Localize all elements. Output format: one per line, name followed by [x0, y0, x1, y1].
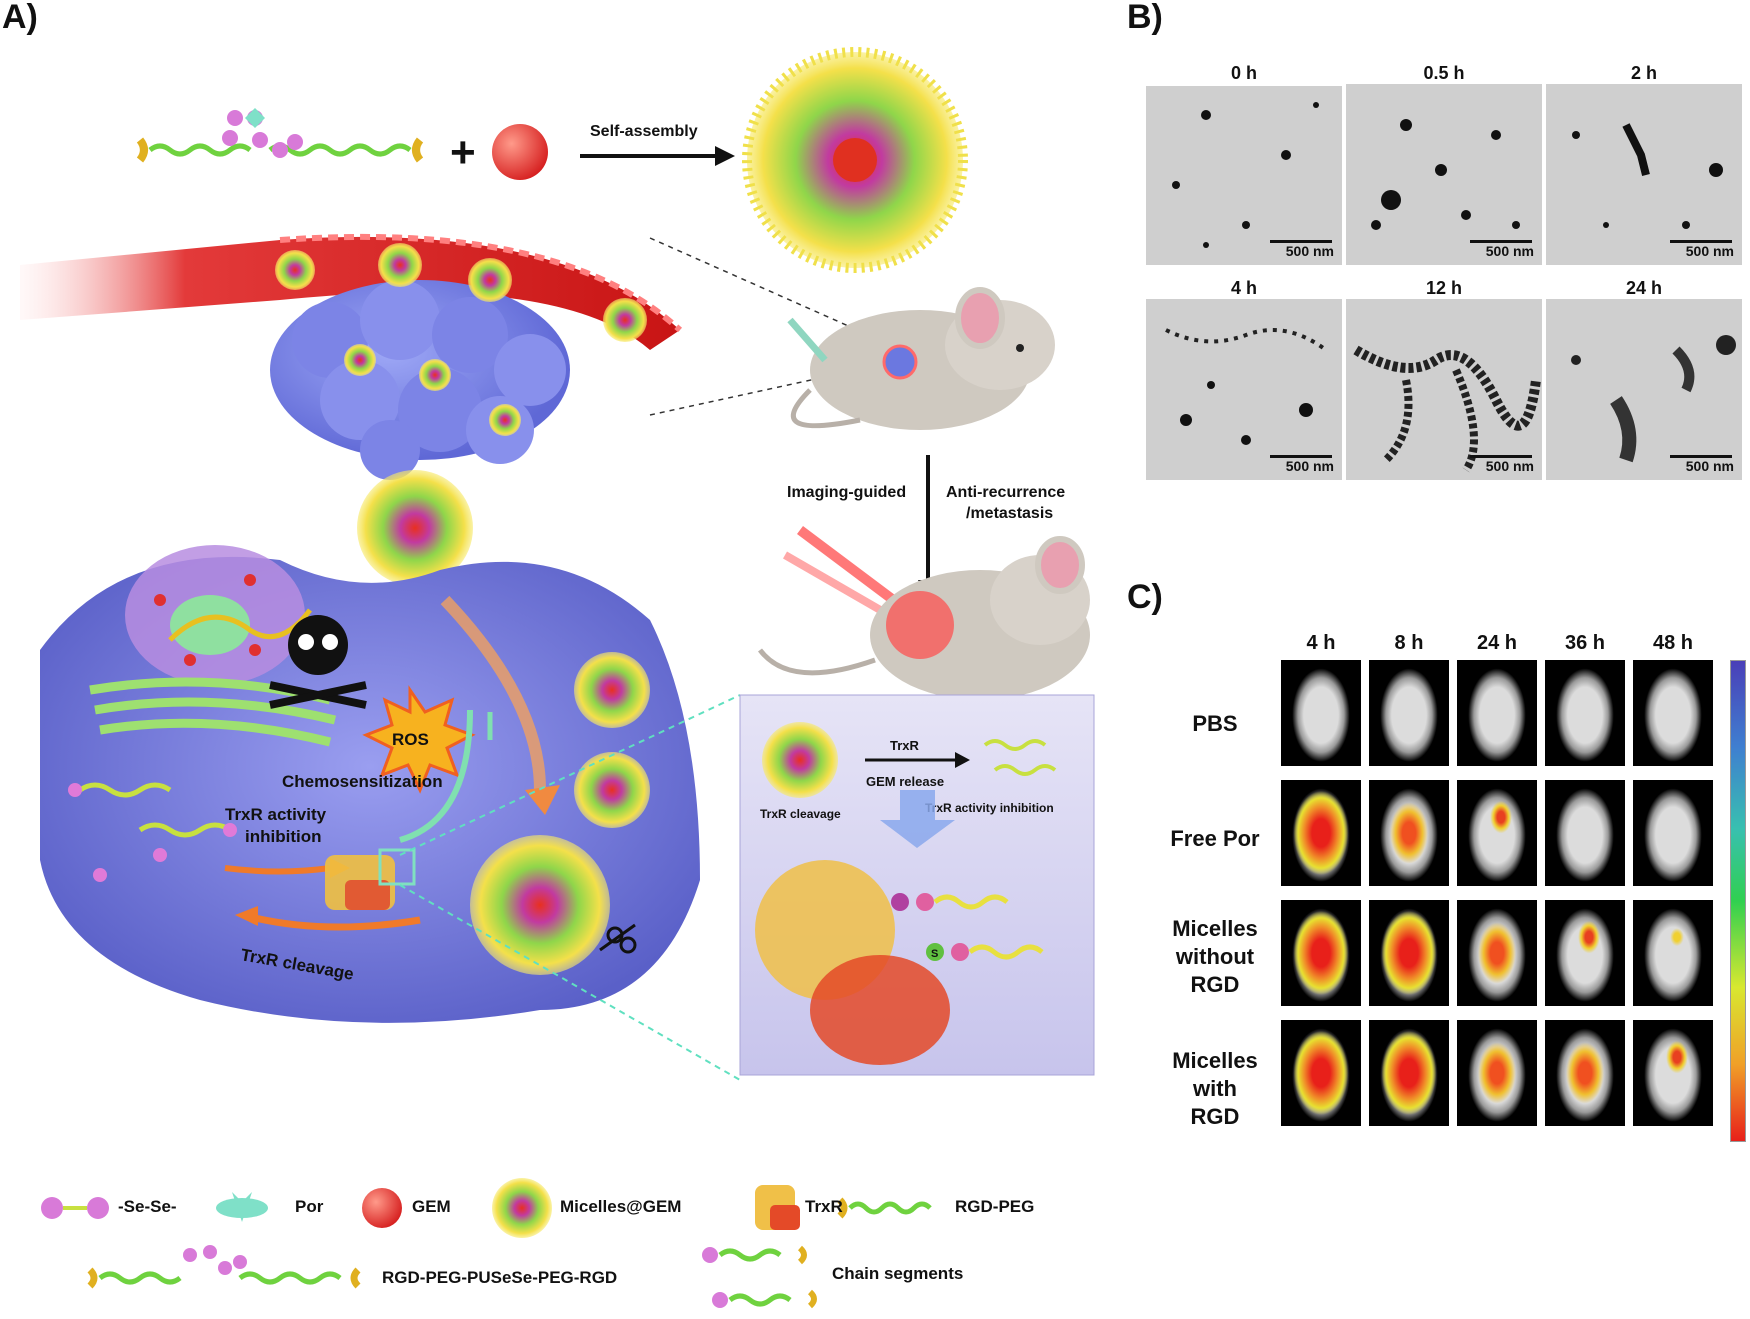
legend-gem: GEM [412, 1197, 451, 1216]
gem-sphere [492, 124, 548, 180]
tem-image-0h: 0 h 500 nm [1146, 63, 1342, 265]
micelle-in-cell [470, 835, 610, 975]
mouse-image [1633, 1020, 1713, 1126]
plus-sign: + [450, 128, 476, 177]
group-label-pbs: PBS [1192, 711, 1238, 736]
legend-por: Por [295, 1197, 324, 1216]
mouse-image [1545, 900, 1625, 1006]
mouse-image [1369, 780, 1449, 886]
legend-chain-segments: Chain segments [832, 1264, 964, 1283]
legend-polymer: RGD-PEG-PUSeSe-PEG-RGD [382, 1268, 618, 1287]
panel-b-letter: B) [1127, 0, 1163, 36]
imaging-guided-label: Imaging-guided [787, 484, 906, 501]
legend-trxr: TrxR [805, 1197, 843, 1216]
mouse-image [1281, 660, 1361, 766]
mouse-image [1545, 660, 1625, 766]
chemosensitization-label: Chemosensitization [282, 772, 443, 791]
tem-image-2h: 2 h 500 nm [1546, 63, 1742, 265]
tem-scale-label: 500 nm [1285, 243, 1334, 259]
legend-rgd-peg: RGD-PEG [955, 1197, 1035, 1216]
polymer-chain-graphic [136, 108, 424, 163]
legend-micelles: Micelles@GEM [560, 1197, 682, 1216]
timepoint-8h: 8 h [1394, 632, 1424, 654]
timepoint-4h: 4 h [1306, 632, 1336, 654]
mouse-image [1633, 780, 1713, 886]
mouse-image [1457, 660, 1537, 766]
micelle-entering [357, 470, 473, 586]
tem-image-12h: 12 h 500 nm [1346, 278, 1542, 480]
ros-label: ROS [392, 730, 429, 749]
tem-time-label: 12 h [1346, 278, 1542, 299]
mouse-image [1457, 780, 1537, 886]
inset-trxr-label: TrxR [890, 738, 920, 753]
tem-scale-label: 500 nm [1685, 458, 1734, 474]
inset-trxr-inhibition-label: TrxR activity inhibition [925, 801, 1054, 815]
tem-image-24h: 24 h 500 nm [1546, 278, 1742, 480]
group-label-free-por: Free Por [1170, 826, 1260, 851]
group-label-micelles-with-rgd: Micelles with RGD [1172, 1048, 1258, 1129]
mouse-image [1281, 900, 1361, 1006]
tem-scale-label: 500 nm [1285, 458, 1334, 474]
mouse-image [1633, 660, 1713, 766]
micelle-large-top [742, 47, 968, 273]
timepoint-24h: 24 h [1476, 632, 1518, 654]
mouse-image [1545, 780, 1625, 886]
group-label-micelles-without-rgd: Micelles without RGD [1172, 916, 1258, 997]
trxr-enzyme-small [325, 848, 416, 910]
legend-graphics [41, 1178, 932, 1309]
anti-recurrence-label: Anti-recurrence [946, 484, 1065, 501]
mouse-image [1457, 1020, 1537, 1126]
tem-time-label: 4 h [1146, 278, 1342, 299]
timepoint-48h: 48 h [1652, 632, 1694, 654]
intensity-colorbar [1730, 660, 1746, 1142]
panel-a-illustration: + Self-assembly Imaging- [20, 47, 1095, 1309]
mouse-image [1281, 780, 1361, 886]
trxr-inhibition-label-2: inhibition [245, 827, 321, 846]
tem-time-label: 0 h [1146, 63, 1342, 86]
skull-icon [269, 615, 367, 709]
metastasis-label: /metastasis [966, 505, 1053, 522]
tem-scale-label: 500 nm [1485, 243, 1534, 259]
ros-burst [362, 685, 476, 794]
mouse-image [1633, 900, 1713, 1006]
panel-a-letter: A) [2, 0, 38, 36]
panel-c-letter: C) [1127, 578, 1163, 616]
inset-s-label: S [931, 948, 938, 960]
inset-gem-release-label: GEM release [866, 774, 944, 789]
mouse-image [1369, 900, 1449, 1006]
tem-image-0-5h: 0.5 h 500 nm [1346, 63, 1542, 265]
scissors-icon [599, 923, 637, 954]
mouse-image [1545, 1020, 1625, 1126]
mouse-image [1457, 900, 1537, 1006]
trxr-inhibition-label-1: TrxR activity [225, 805, 327, 824]
self-assembly-label: Self-assembly [590, 123, 698, 140]
tem-time-label: 24 h [1546, 278, 1742, 299]
tem-scale-label: 500 nm [1485, 458, 1534, 474]
mouse-image [1369, 660, 1449, 766]
tem-scale-label: 500 nm [1685, 243, 1734, 259]
legend-sese: -Se-Se- [118, 1197, 177, 1216]
tem-image-4h: 4 h 500 nm [1146, 278, 1342, 480]
tem-time-label: 0.5 h [1346, 63, 1542, 84]
mouse-laser-illustration [758, 526, 1090, 700]
mouse-injection-illustration [787, 287, 1055, 430]
mouse-image [1369, 1020, 1449, 1126]
tem-time-label: 2 h [1546, 63, 1742, 84]
mouse-image [1281, 1020, 1361, 1126]
trxr-enzyme-large [755, 860, 950, 1065]
inset-trxr-cleavage-label: TrxR cleavage [760, 807, 841, 821]
timepoint-36h: 36 h [1564, 632, 1606, 654]
